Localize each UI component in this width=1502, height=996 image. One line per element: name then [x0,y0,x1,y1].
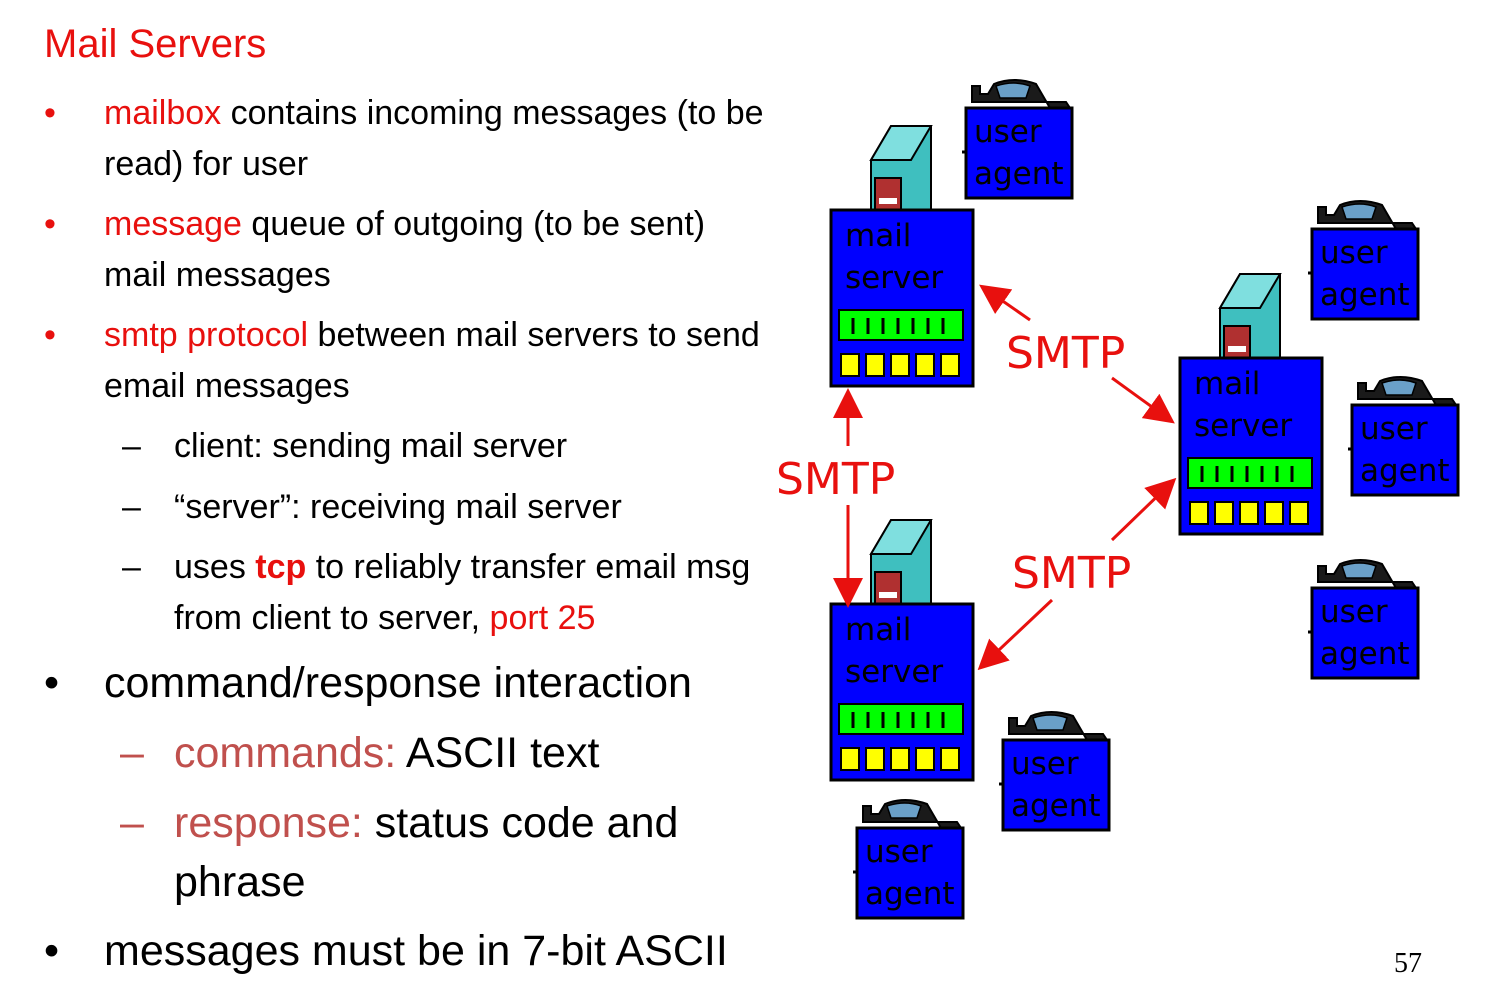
tcp-highlight: tcp [255,548,307,586]
bullet-message-queue: • message queue of outgoing (to be sent)… [44,205,706,294]
user-agent-label: user [1320,235,1388,271]
bullet-text: command/response interaction [104,659,692,707]
bullet-highlight: mailbox [104,94,222,132]
mail-server-label: mail [845,612,911,648]
port-highlight: port 25 [489,599,596,637]
sub-bullet-text: uses [174,548,256,586]
sub-bullet-response: –response: status code and phrase [120,799,679,906]
mail-server-bottom: mail server [829,518,975,782]
user-agent-label: user [1011,746,1079,782]
bullet-text: between mail servers to send email messa… [104,316,760,405]
smtp-label-left: SMTP [776,454,895,505]
mail-server-label: mail [1194,366,1260,402]
user-agent-top: user agent [960,78,1074,200]
sub-bullet-text: to reliably transfer email msg from clie… [174,548,751,637]
bullet-text: messages must be in 7-bit ASCII [104,927,728,975]
user-agent-label: user [865,834,933,870]
sub-bullet-text: status code and phrase [174,799,679,906]
user-agent-right-1: user agent [1306,199,1420,321]
user-agent-label: agent [1320,636,1410,672]
mail-server-right: mail server [1178,272,1324,536]
sub-bullet-text: client: sending mail server [174,427,568,465]
user-agent-label: agent [1011,788,1101,824]
user-agent-right-3: user agent [1306,558,1420,680]
response-label: response: [174,799,363,847]
sub-bullet-client: –client: sending mail server [122,427,568,465]
commands-label: commands: [174,729,397,777]
bullet-mailbox: • mailbox contains incoming messages (to… [44,94,764,183]
bullet-highlight: smtp protocol [104,316,309,354]
smtp-label-lower: SMTP [1012,548,1131,599]
sub-bullet-server: –“server”: receiving mail server [122,488,622,526]
user-agent-label: user [1360,411,1428,447]
mail-server-label: server [845,654,943,690]
sub-bullet-text: ASCII text [396,729,600,777]
user-agent-label: agent [865,876,955,912]
user-agent-right-2: user agent [1346,375,1460,497]
smtp-arrow-top-to-server [979,284,1031,322]
mail-server-top: mail server [829,124,975,388]
bullet-text: contains incoming messages (to be read) … [104,94,764,183]
user-agent-bottom-2: user agent [851,798,965,920]
user-agent-label: user [974,114,1042,150]
mail-server-label: server [845,260,943,296]
user-agent-label: agent [1320,277,1410,313]
page-number: 57 [1394,948,1422,979]
mail-server-label: mail [845,218,911,254]
bullet-7bit-ascii: •messages must be in 7-bit ASCII [44,927,728,975]
user-agent-bottom-1: user agent [997,710,1111,832]
user-agent-label: agent [974,156,1064,192]
sub-bullet-commands: –commands: ASCII text [120,729,600,777]
smtp-arrow-to-right-server-lower [1110,477,1177,542]
bullet-highlight: message [104,205,242,243]
smtp-label-upper: SMTP [1006,328,1125,379]
mail-server-label: server [1194,408,1292,444]
bullet-text: queue of outgoing (to be sent) mail mess… [104,205,706,294]
bullet-smtp-protocol: • smtp protocol between mail servers to … [44,316,760,405]
slide-title: Mail Servers [44,22,267,66]
sub-bullet-text: “server”: receiving mail server [174,488,622,526]
smtp-arrow-to-right-server [1111,376,1175,424]
bullet-command-response: •command/response interaction [44,659,692,707]
user-agent-label: user [1320,594,1388,630]
user-agent-label: agent [1360,453,1450,489]
smtp-arrow-to-bottom-server [977,598,1054,671]
sub-bullet-tcp: –uses tcp to reliably transfer email msg… [122,548,751,637]
